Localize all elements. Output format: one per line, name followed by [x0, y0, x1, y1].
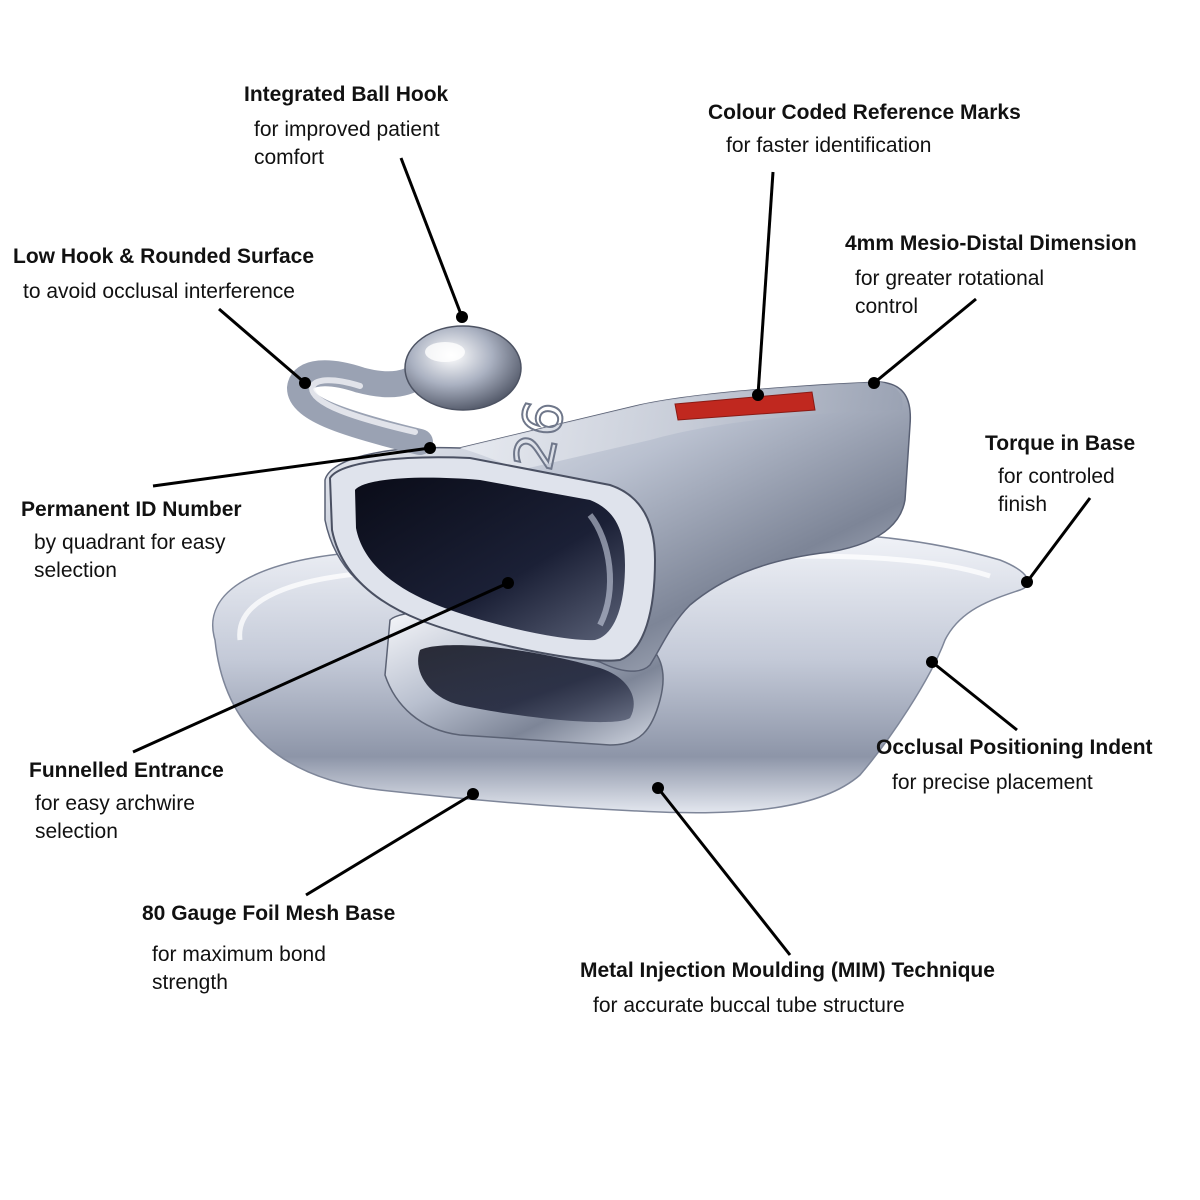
callout-title: Low Hook & Rounded Surface: [13, 245, 315, 268]
colour-reference-mark: [674, 391, 816, 421]
leader-occlusal-indent: [926, 656, 1018, 732]
leader-funnelled-entrance: [132, 577, 514, 754]
callout-mim-technique: Metal Injection Moulding (MIM) Technique…: [580, 958, 995, 1020]
ball-hook: [404, 325, 522, 411]
hook-arm-highlight: [308, 377, 418, 435]
callout-torque-in-base: Torque in Base for controled finish: [985, 431, 1135, 519]
callout-description: for greater rotational control: [855, 267, 1045, 318]
hook-arm: [286, 357, 438, 455]
callout-integrated-ball-hook: Integrated Ball Hook for improved patien…: [244, 82, 448, 172]
callout-title: 4mm Mesio-Distal Dimension: [845, 232, 1137, 255]
leader-mim-technique: [652, 782, 792, 956]
id-number-marking: 26: [502, 395, 578, 475]
callout-description: for controled finish: [998, 465, 1115, 516]
leader-foil-mesh-base: [305, 788, 479, 897]
callout-title: Permanent ID Number: [21, 498, 242, 521]
leader-torque-in-base: [1021, 497, 1092, 588]
leader-colour-coded-marks: [752, 171, 775, 401]
callout-description: for precise placement: [892, 771, 1093, 794]
leader-lines: [132, 157, 1092, 956]
leader-integrated-ball-hook: [399, 157, 468, 323]
leader-permanent-id: [152, 442, 436, 488]
callout-title: Occlusal Positioning Indent: [876, 736, 1153, 759]
callout-title: Funnelled Entrance: [29, 759, 224, 782]
callout-occlusal-indent: Occlusal Positioning Indent for precise …: [876, 735, 1153, 797]
callout-mesio-distal: 4mm Mesio-Distal Dimension for greater r…: [845, 231, 1137, 321]
callout-foil-mesh-base: 80 Gauge Foil Mesh Base for maximum bond…: [142, 901, 395, 997]
callout-description: for easy archwire selection: [35, 792, 195, 843]
leader-low-hook: [218, 307, 311, 389]
funnel-reflection: [587, 513, 613, 627]
callout-title: Colour Coded Reference Marks: [708, 101, 1021, 124]
callout-permanent-id: Permanent ID Number by quadrant for easy…: [21, 497, 242, 585]
callout-description: to avoid occlusal interference: [23, 280, 295, 303]
callout-title: 80 Gauge Foil Mesh Base: [142, 902, 396, 925]
funnel-opening: [355, 477, 625, 641]
callout-description: for maximum bond strength: [152, 943, 326, 994]
leader-mesio-distal: [868, 297, 977, 389]
callout-low-hook: Low Hook & Rounded Surface to avoid occl…: [13, 244, 314, 306]
callout-title: Torque in Base: [985, 432, 1136, 455]
callout-description: for accurate buccal tube structure: [593, 994, 905, 1017]
callout-description: for faster identification: [726, 134, 932, 157]
callout-colour-coded-marks: Colour Coded Reference Marks for faster …: [708, 100, 1021, 160]
callout-title: Integrated Ball Hook: [244, 83, 449, 106]
callout-description: by quadrant for easy selection: [34, 531, 226, 582]
callout-description: for improved patient comfort: [254, 118, 440, 169]
ball-hook-shine: [425, 342, 465, 362]
callout-title: Metal Injection Moulding (MIM) Technique: [580, 959, 995, 982]
callout-funnelled-entrance: Funnelled Entrance for easy archwire sel…: [29, 758, 224, 846]
lower-tube-opening: [418, 645, 634, 723]
